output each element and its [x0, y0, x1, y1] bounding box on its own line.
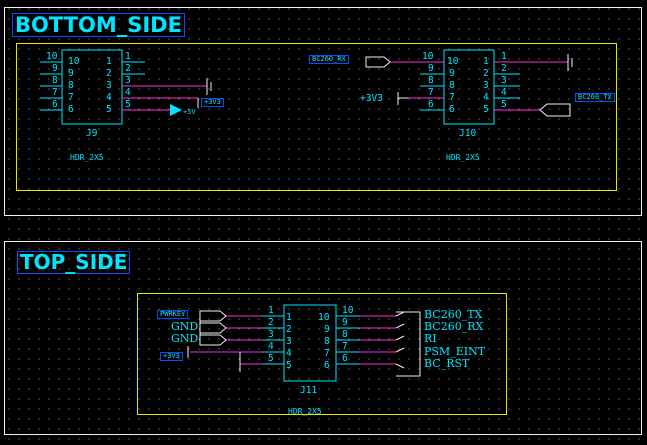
j10-pin-2[interactable]: 2 — [501, 63, 507, 74]
j11-inner-5: 5 — [286, 360, 292, 371]
j9-3v3-label[interactable]: +3V3 — [201, 98, 224, 107]
j9-pin-1[interactable]: 1 — [125, 51, 131, 62]
pwrkey-label[interactable]: PWRKEY — [157, 310, 189, 319]
net-psm-eint[interactable]: PSM_EINT — [424, 345, 486, 358]
j10-inner-6: 6 — [449, 104, 455, 115]
j11-symbol — [187, 304, 421, 382]
j9-5v-arrow — [170, 104, 182, 116]
j9-inner-7: 7 — [68, 92, 74, 103]
j10-inner-9: 9 — [449, 68, 455, 79]
j9-symbol — [40, 49, 212, 125]
j11-inner-9: 9 — [324, 324, 330, 335]
j9-inner-6: 6 — [68, 104, 74, 115]
j11-3v3-label[interactable]: +3V3 — [160, 352, 183, 361]
j11-pin-1[interactable]: 1 — [268, 305, 274, 316]
j11-ref[interactable]: J11 — [300, 385, 318, 396]
j10-inner-2: 2 — [483, 68, 489, 79]
j10-inner-1: 1 — [483, 56, 489, 67]
j9-pin-5[interactable]: 5 — [125, 99, 131, 110]
j9-pin-8[interactable]: 8 — [52, 75, 58, 86]
j9-inner-5: 5 — [106, 104, 112, 115]
j11-pin-9[interactable]: 9 — [342, 317, 348, 328]
bottom-sheet-border — [4, 7, 642, 216]
bottom-side-title: BOTTOM_SIDE — [12, 13, 185, 38]
j11-inner-4: 4 — [286, 348, 292, 359]
j9-pin-4[interactable]: 4 — [125, 87, 131, 98]
j10-pin-10[interactable]: 10 — [422, 51, 434, 62]
j11-pin-7[interactable]: 7 — [342, 341, 348, 352]
j11-inner-1: 1 — [286, 312, 292, 323]
j10-pin-9[interactable]: 9 — [428, 63, 434, 74]
j11-value[interactable]: HDR_2X5 — [288, 407, 322, 416]
j9-inner-4: 4 — [106, 92, 112, 103]
j10-inner-5: 5 — [483, 104, 489, 115]
j11-pin-5[interactable]: 5 — [268, 353, 274, 364]
top-side-title: TOP_SIDE — [17, 251, 131, 274]
j9-ref[interactable]: J9 — [86, 128, 98, 139]
j10-pin-6[interactable]: 6 — [428, 99, 434, 110]
j10-tx-port — [539, 103, 571, 117]
j10-inner-7: 7 — [449, 92, 455, 103]
gnd-label-1[interactable]: GND — [171, 320, 199, 333]
j9-pin-2[interactable]: 2 — [125, 63, 131, 74]
net-bc-rst[interactable]: BC_RST — [424, 357, 470, 370]
j11-inner-10: 10 — [318, 312, 330, 323]
net-ri[interactable]: RI — [424, 332, 437, 345]
j10-inner-4: 4 — [483, 92, 489, 103]
j10-3v3-label[interactable]: +3V3 — [360, 93, 383, 104]
net-bc260-rx[interactable]: BC260_RX — [424, 320, 484, 333]
j10-value[interactable]: HDR_2X5 — [446, 153, 480, 162]
j9-inner-3: 3 — [106, 80, 112, 91]
j10-pin-4[interactable]: 4 — [501, 87, 507, 98]
j9-pin-10[interactable]: 10 — [46, 51, 58, 62]
j10-pin-1[interactable]: 1 — [501, 51, 507, 62]
j10-pin-8[interactable]: 8 — [428, 75, 434, 86]
j11-pin-2[interactable]: 2 — [268, 317, 274, 328]
j10-inner-3: 3 — [483, 80, 489, 91]
j11-inner-7: 7 — [324, 348, 330, 359]
j10-ref[interactable]: J10 — [459, 128, 477, 139]
j11-pin-6[interactable]: 6 — [342, 353, 348, 364]
j10-pin-7[interactable]: 7 — [428, 87, 434, 98]
j9-inner-8: 8 — [68, 80, 74, 91]
j10-symbol — [365, 49, 573, 125]
j10-inner-8: 8 — [449, 80, 455, 91]
top-region-border — [137, 293, 507, 415]
j9-pin-9[interactable]: 9 — [52, 63, 58, 74]
j9-inner-1: 1 — [106, 56, 112, 67]
bottom-region-border — [16, 43, 617, 191]
j11-inner-3: 3 — [286, 336, 292, 347]
j11-pin-3[interactable]: 3 — [268, 329, 274, 340]
j9-inner-9: 9 — [68, 68, 74, 79]
j10-pin-3[interactable]: 3 — [501, 75, 507, 86]
top-sheet-border — [4, 241, 642, 435]
j10-inner-10: 10 — [447, 56, 459, 67]
j9-inner-10: 10 — [68, 56, 80, 67]
j10-pin-5[interactable]: 5 — [501, 99, 507, 110]
j11-pin-8[interactable]: 8 — [342, 329, 348, 340]
j11-inner-6: 6 — [324, 360, 330, 371]
j9-value[interactable]: HDR_2X5 — [70, 153, 104, 162]
j10-rx-port — [365, 56, 391, 68]
gnd-label-2[interactable]: GND — [171, 332, 199, 345]
bc260-tx-port-label[interactable]: BC260_TX — [575, 93, 615, 102]
j11-inner-2: 2 — [286, 324, 292, 335]
j9-5v-label[interactable]: +5V — [183, 108, 196, 116]
j9-pin-6[interactable]: 6 — [52, 99, 58, 110]
j9-pin-3[interactable]: 3 — [125, 75, 131, 86]
j9-pin-7[interactable]: 7 — [52, 87, 58, 98]
bc260-rx-port-label[interactable]: BC260_RX — [309, 55, 349, 64]
net-bc260-tx[interactable]: BC260_TX — [424, 308, 483, 321]
j9-inner-2: 2 — [106, 68, 112, 79]
j11-pin-10[interactable]: 10 — [342, 305, 354, 316]
j11-pin-4[interactable]: 4 — [268, 341, 274, 352]
j11-inner-8: 8 — [324, 336, 330, 347]
